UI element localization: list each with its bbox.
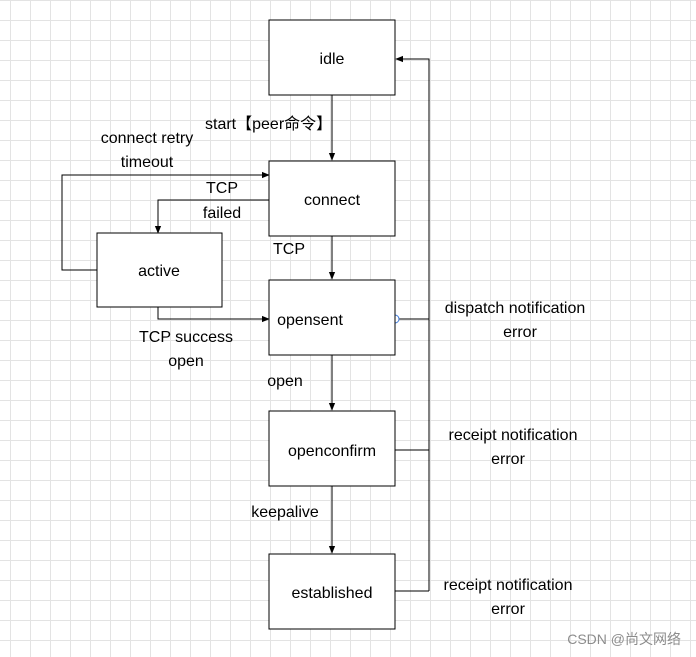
label-tcp-success-line2: open (168, 353, 204, 370)
state-opensent: opensent (268, 279, 396, 356)
label-tcp-to-opensent: TCP (273, 241, 305, 258)
label-tcp-failed-line1: TCP (206, 180, 238, 197)
label-receipt1-line2: error (491, 451, 525, 468)
edge-active-retry-to-connect (61, 171, 270, 271)
state-openconfirm-label: openconfirm (288, 443, 376, 460)
label-receipt2-line2: error (491, 601, 525, 618)
state-active-label: active (138, 263, 180, 280)
label-keepalive: keepalive (251, 504, 319, 521)
edge-active-success-to-opensent (157, 307, 270, 323)
edge-error-bus-to-idle (395, 55, 430, 591)
state-established: established (268, 553, 396, 630)
label-tcp-success-line1: TCP success (139, 329, 233, 346)
state-openconfirm: openconfirm (268, 410, 396, 487)
label-receipt2-line1: receipt notification (444, 577, 573, 594)
edge-connect-failed-to-active (154, 199, 269, 234)
state-idle: idle (268, 19, 396, 96)
state-connect: connect (268, 160, 396, 237)
label-connect-retry-line2: timeout (121, 154, 174, 171)
label-tcp-failed-line2: failed (203, 205, 241, 222)
label-connect-retry-line1: connect retry (101, 130, 193, 147)
label-open: open (267, 373, 303, 390)
state-connect-label: connect (304, 192, 361, 209)
label-start-peer: start【peer命令】 (205, 115, 332, 133)
state-opensent-label: opensent (277, 312, 343, 329)
state-active: active (96, 232, 223, 308)
state-idle-label: idle (320, 51, 345, 68)
csdn-watermark: CSDN @尚文网络 (567, 631, 681, 647)
state-established-label: established (292, 585, 373, 602)
label-dispatch-line2: error (503, 324, 537, 341)
label-receipt1-line1: receipt notification (449, 427, 578, 444)
label-dispatch-line1: dispatch notification (445, 300, 586, 317)
